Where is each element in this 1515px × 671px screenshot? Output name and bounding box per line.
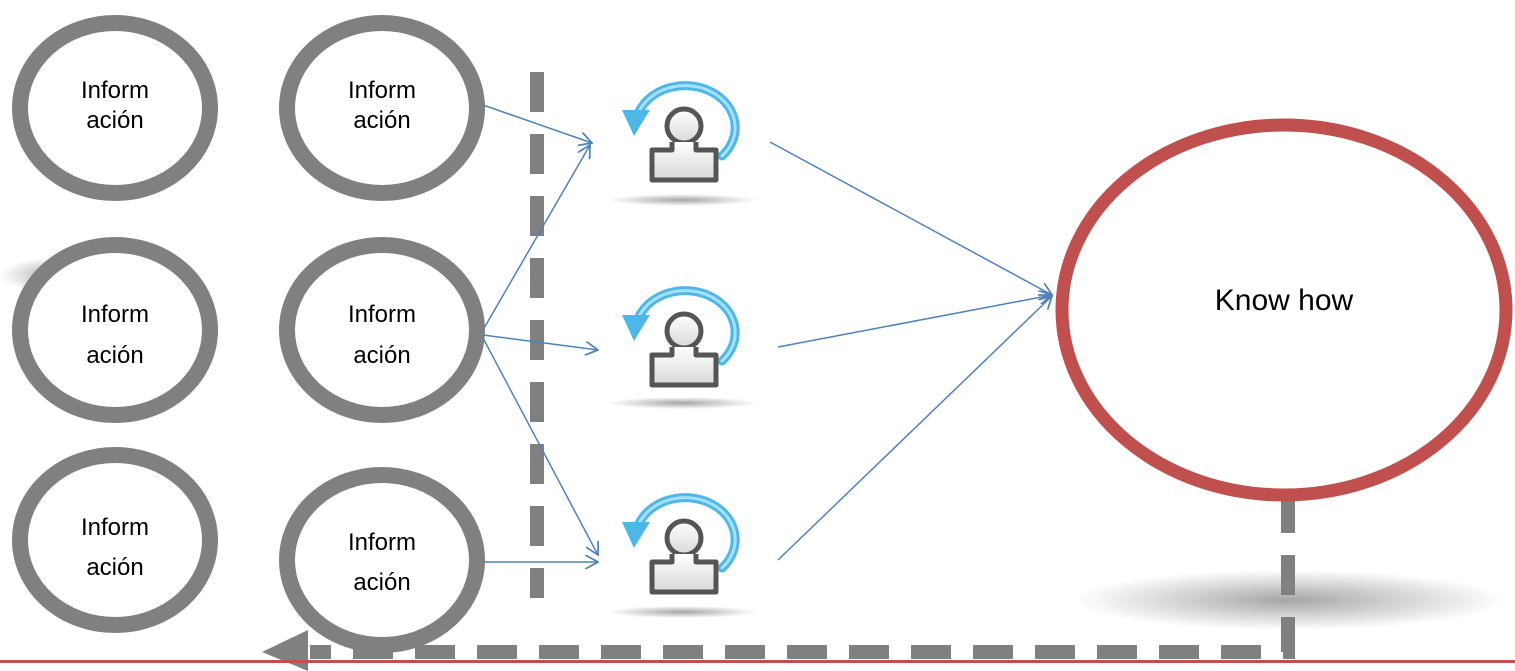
info-node: Inform ación [279, 15, 485, 201]
info-node-label-line2: ación [353, 107, 410, 134]
connector-arrow [777, 295, 1052, 348]
connector-arrow [482, 145, 590, 331]
feedback-dashed-path [310, 493, 1295, 659]
know-how-label: Know how [1215, 284, 1354, 317]
connector-arrow [777, 296, 1052, 561]
info-node-label-line2: ación [353, 569, 410, 596]
connector-arrow [482, 104, 592, 143]
person-cycle-icon [622, 86, 735, 180]
know-how-node: Know how [1055, 118, 1513, 502]
connector-arrows [482, 104, 1052, 562]
info-node-label-line1: Inform [348, 529, 416, 556]
connector-arrow [769, 141, 1052, 295]
info-node: Inform ación [279, 467, 485, 653]
icon-shadow [607, 606, 757, 618]
person-cycle-icon [622, 291, 735, 385]
info-node-label-line1: Inform [81, 514, 149, 541]
bottom-rule [0, 660, 1515, 663]
info-node: Inform ación [279, 237, 485, 423]
connector-arrow [482, 337, 598, 555]
info-node-label-line2: ación [353, 342, 410, 369]
info-node-label-line2: ación [86, 554, 143, 581]
info-node-label-line1: Inform [81, 301, 149, 328]
icon-shadow [607, 397, 757, 409]
info-node-label-line1: Inform [348, 77, 416, 104]
feedback-arrowhead [262, 630, 308, 671]
know-how-shadow [1075, 570, 1505, 630]
person-cycle-icon [622, 498, 735, 592]
info-node-label-line2: ación [86, 107, 143, 134]
icon-shadow [607, 194, 757, 206]
info-node: Inform ación [12, 237, 218, 423]
info-node: Inform ación [12, 15, 218, 201]
connector-arrow [482, 334, 598, 350]
info-node-label-line1: Inform [81, 77, 149, 104]
info-node: Inform ación [12, 447, 218, 633]
info-node-label-line1: Inform [348, 301, 416, 328]
info-node-label-line2: ación [86, 342, 143, 369]
